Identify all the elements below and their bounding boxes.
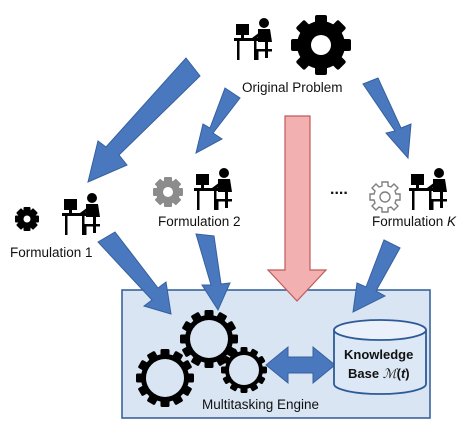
f1-gear-icon xyxy=(15,207,39,231)
f1-person-icon xyxy=(62,193,100,235)
engine-gear-top-icon xyxy=(180,310,238,368)
arrow-f2-to-engine xyxy=(195,233,231,312)
formulation-2-label: Formulation 2 xyxy=(158,214,241,229)
kb-line-2: Base ℳ(t) xyxy=(348,366,410,382)
arrow-f1-to-engine xyxy=(97,231,172,315)
kb-line-1: Knowledge xyxy=(344,347,413,362)
multitasking-engine-label: Multitasking Engine xyxy=(202,397,319,412)
arrow-original-to-fk xyxy=(362,77,412,160)
arrow-original-to-f2 xyxy=(195,87,241,154)
formulation-1-label: Formulation 1 xyxy=(10,245,93,260)
fk-gear-icon xyxy=(369,181,401,213)
engine-gear-left-icon xyxy=(136,349,194,407)
arrow-original-to-engine xyxy=(266,115,328,302)
knowledge-base-cylinder-icon xyxy=(333,319,427,395)
formulation-k-label: Formulation K xyxy=(372,214,457,229)
f2-gear-icon xyxy=(153,177,183,207)
arrow-fk-to-engine xyxy=(352,239,401,313)
original-gear-icon xyxy=(291,15,351,75)
f2-person-icon xyxy=(194,168,232,210)
fk-person-icon xyxy=(409,168,447,210)
engine-gear-right-icon xyxy=(221,347,267,393)
original-problem-label: Original Problem xyxy=(242,80,343,95)
arrow-original-to-f1 xyxy=(87,57,201,183)
ellipsis-dots: .... xyxy=(330,181,348,198)
original-person-icon xyxy=(234,18,272,60)
